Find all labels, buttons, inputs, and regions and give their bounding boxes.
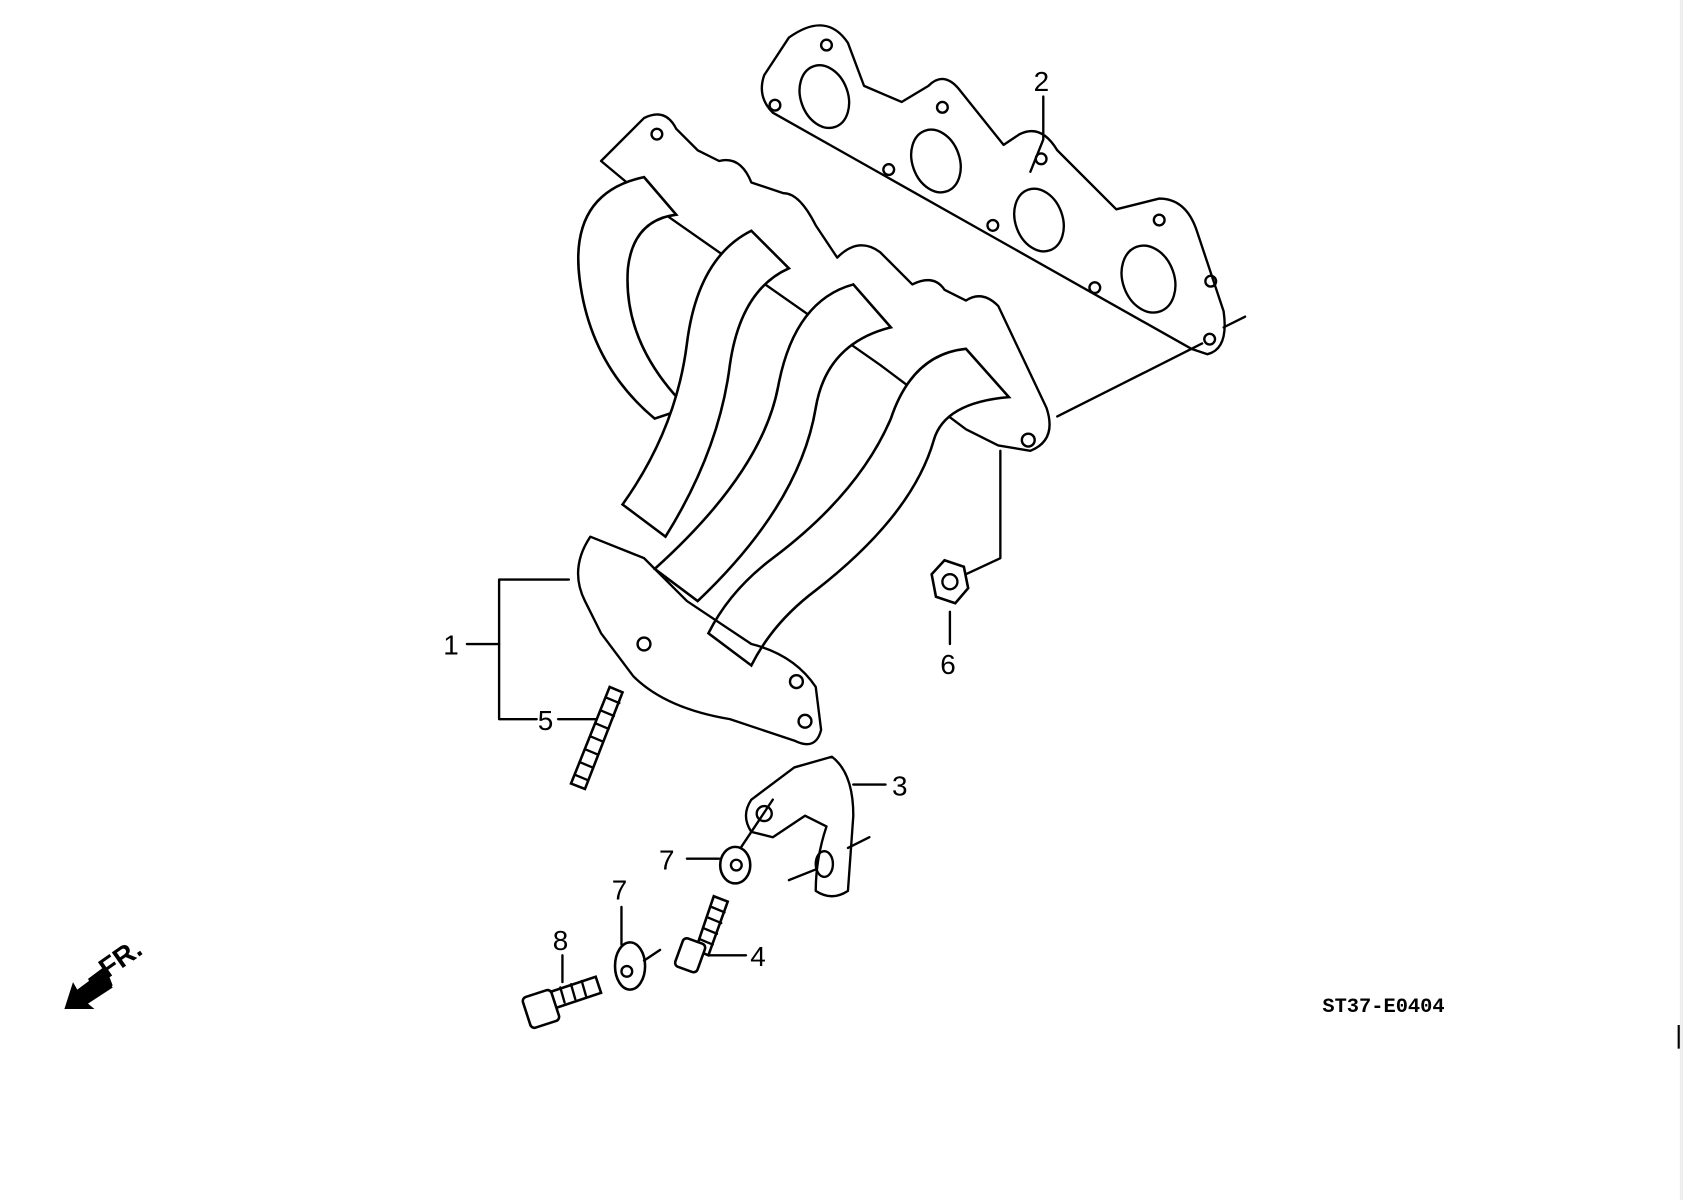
- callout-4: 4: [750, 941, 766, 972]
- manifold-bracket: [744, 755, 871, 898]
- callout-8: 8: [553, 925, 569, 956]
- front-direction-arrow-icon: [64, 966, 113, 1009]
- leader-lines: [465, 95, 1204, 984]
- callout-7a: 7: [659, 844, 675, 875]
- callout-1: 1: [443, 630, 459, 661]
- manifold-gasket: [760, 24, 1247, 356]
- exhaust-manifold: [576, 113, 1051, 746]
- callout-7b: 7: [612, 874, 628, 905]
- washers: [613, 845, 752, 991]
- flange-nut: [930, 558, 970, 605]
- callout-3: 3: [892, 770, 908, 801]
- stud-bolt: [569, 685, 625, 791]
- bolt-8: [521, 975, 603, 1030]
- bolt-4: [673, 894, 730, 974]
- callout-5: 5: [538, 705, 554, 736]
- drawing-code: ST37-E0404: [1322, 996, 1444, 1019]
- right-edge: [1679, 0, 1683, 1200]
- callout-6: 6: [940, 649, 956, 680]
- callout-2: 2: [1034, 66, 1050, 97]
